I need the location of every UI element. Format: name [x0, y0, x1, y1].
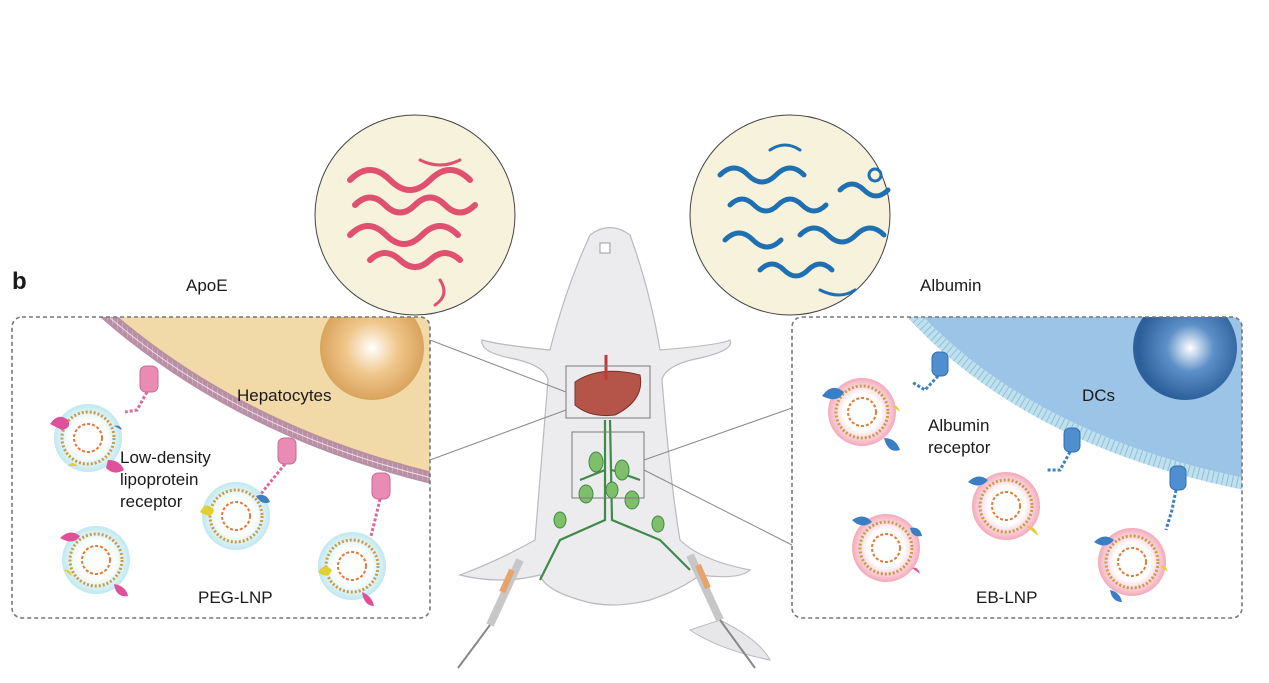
dc-nucleus — [1133, 317, 1237, 400]
lymph-zoom-box — [571, 431, 645, 499]
albumin-receptor-label-line2: receptor — [928, 438, 991, 457]
hepatocyte-nucleus — [320, 317, 424, 400]
left-panel — [11, 316, 431, 619]
eb-lnp-particles — [822, 378, 1168, 602]
albumin-structure — [689, 114, 891, 316]
eb-lnp-label: EB-LNP — [976, 588, 1038, 607]
peg-lnp-particles — [50, 404, 386, 606]
peg-lnp-label: PEG-LNP — [198, 588, 273, 607]
apoe-structure — [314, 114, 516, 316]
dcs-label: DCs — [1082, 386, 1116, 405]
dc-membrane — [895, 317, 1242, 491]
ldl-receptor-label-line3: receptor — [120, 492, 183, 511]
hepatocytes-label: Hepatocytes — [237, 386, 332, 405]
liver-icon — [574, 370, 642, 416]
left-panel-border — [11, 316, 431, 619]
syringe-left-icon — [457, 558, 524, 669]
apoe-title: ApoE — [186, 276, 228, 295]
albumin-receptor — [911, 351, 1187, 531]
mouse-illustration — [429, 226, 793, 669]
albumin-title: Albumin — [920, 276, 982, 295]
ldl-receptor — [124, 365, 391, 541]
ldl-receptor-label-line1: Low-density — [120, 448, 211, 467]
panel-letter: b — [12, 268, 27, 295]
syringe-right-icon — [686, 553, 756, 669]
ldl-receptor-label-line2: lipoprotein — [120, 470, 199, 489]
right-panel — [791, 316, 1243, 619]
albumin-receptor-label-line1: Albumin — [928, 416, 990, 435]
